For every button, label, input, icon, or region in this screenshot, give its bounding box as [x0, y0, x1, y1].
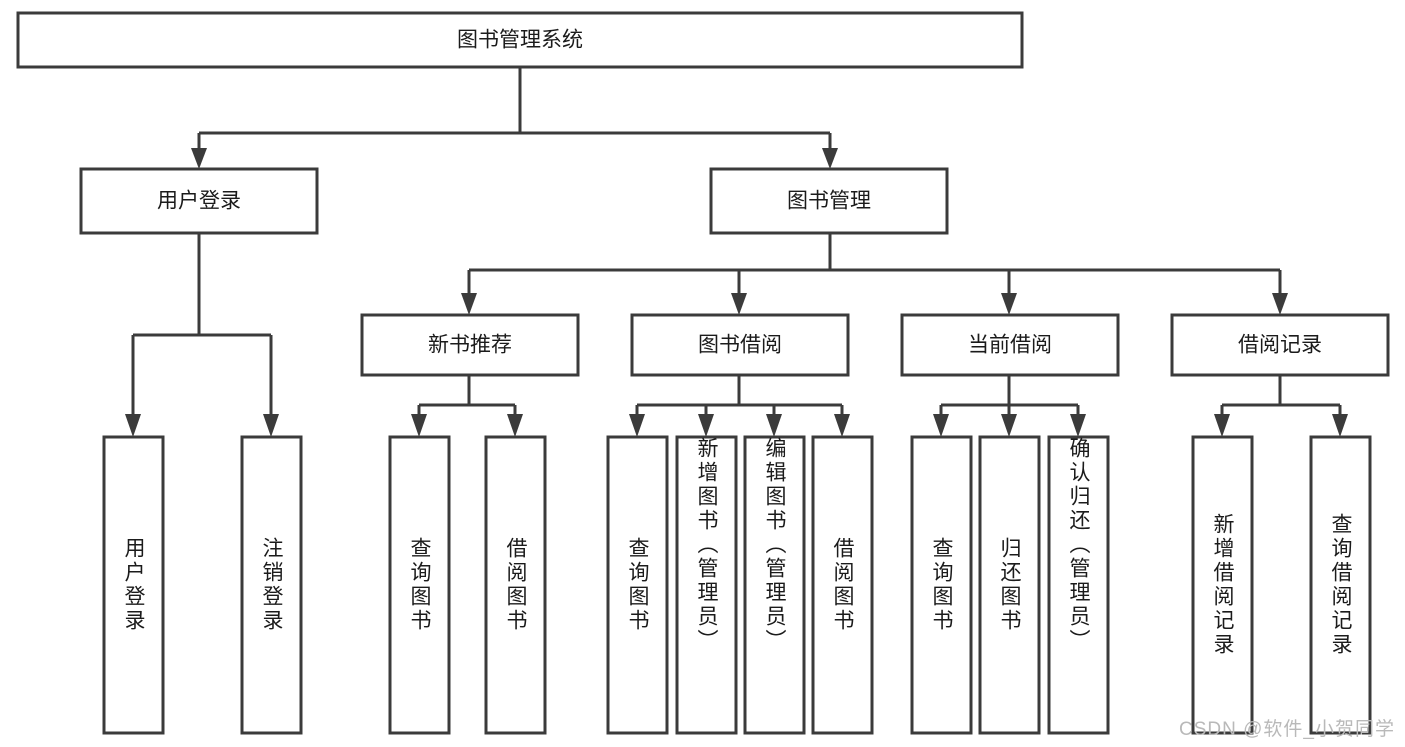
arrow-head-curborrow-leaf3	[1070, 414, 1086, 437]
node-user-login-label: 用户登录	[157, 190, 241, 213]
node-root-label: 图书管理系统	[457, 29, 583, 52]
node-book-borrow-box[interactable]	[630, 313, 850, 377]
node-borrow-record-label: 借阅记录	[1238, 334, 1322, 357]
arrow-head-new-book	[461, 293, 477, 315]
node-current-borrow-label: 当前借阅	[968, 334, 1052, 357]
leaf-box-query-book-1[interactable]	[388, 435, 451, 735]
node-new-book-recommend-label: 新书推荐	[428, 334, 512, 357]
leaf-box-query-book-2[interactable]	[606, 435, 669, 735]
leaf-box-add-book-admin[interactable]	[675, 435, 738, 735]
node-user-login-box[interactable]	[79, 167, 319, 235]
node-root-box[interactable]	[16, 11, 1024, 69]
arrow-head-to-user-login	[191, 148, 207, 169]
arrow-head-newbook-leaf1	[411, 414, 427, 437]
leaf-box-borrow-book-1[interactable]	[484, 435, 547, 735]
arrow-head-login-child1	[125, 414, 141, 437]
arrow-head-bookborrow-leaf1	[629, 414, 645, 437]
leaf-box-query-book-3[interactable]	[910, 435, 973, 735]
arrow-head-bookborrow-leaf4	[834, 414, 850, 437]
leaf-box-user-login[interactable]	[102, 435, 165, 735]
node-borrow-record-box[interactable]	[1170, 313, 1390, 377]
arrow-head-curborrow-leaf1	[933, 414, 949, 437]
arrow-head-book-borrow	[731, 293, 747, 315]
node-book-borrow-label: 图书借阅	[698, 334, 782, 357]
leaf-box-return-book[interactable]	[978, 435, 1041, 735]
node-new-book-recommend-box[interactable]	[360, 313, 580, 377]
arrow-head-borrowrec-leaf2	[1332, 414, 1348, 437]
node-current-borrow-box[interactable]	[900, 313, 1120, 377]
leaf-box-confirm-return-admin[interactable]	[1047, 435, 1110, 735]
arrow-head-borrow-record	[1272, 293, 1288, 315]
watermark-text: CSDN @软件_小贺同学	[1179, 719, 1395, 740]
arrow-head-borrowrec-leaf1	[1214, 414, 1230, 437]
leaf-box-query-borrow-record[interactable]	[1309, 435, 1372, 735]
leaf-box-add-borrow-record[interactable]	[1191, 435, 1254, 735]
arrow-head-bookborrow-leaf3	[766, 414, 782, 437]
leaf-box-borrow-book-2[interactable]	[811, 435, 874, 735]
arrow-head-to-book-management	[822, 148, 838, 169]
arrow-head-bookborrow-leaf2	[698, 414, 714, 437]
arrow-head-curborrow-leaf2	[1001, 414, 1017, 437]
node-book-management-label: 图书管理	[787, 190, 871, 213]
arrow-head-newbook-leaf2	[507, 414, 523, 437]
node-book-management-box[interactable]	[709, 167, 949, 235]
arrow-head-login-child2	[263, 414, 279, 437]
leaf-box-edit-book-admin[interactable]	[743, 435, 806, 735]
leaf-box-logout[interactable]	[240, 435, 303, 735]
arrow-head-current-borrow	[1001, 293, 1017, 315]
